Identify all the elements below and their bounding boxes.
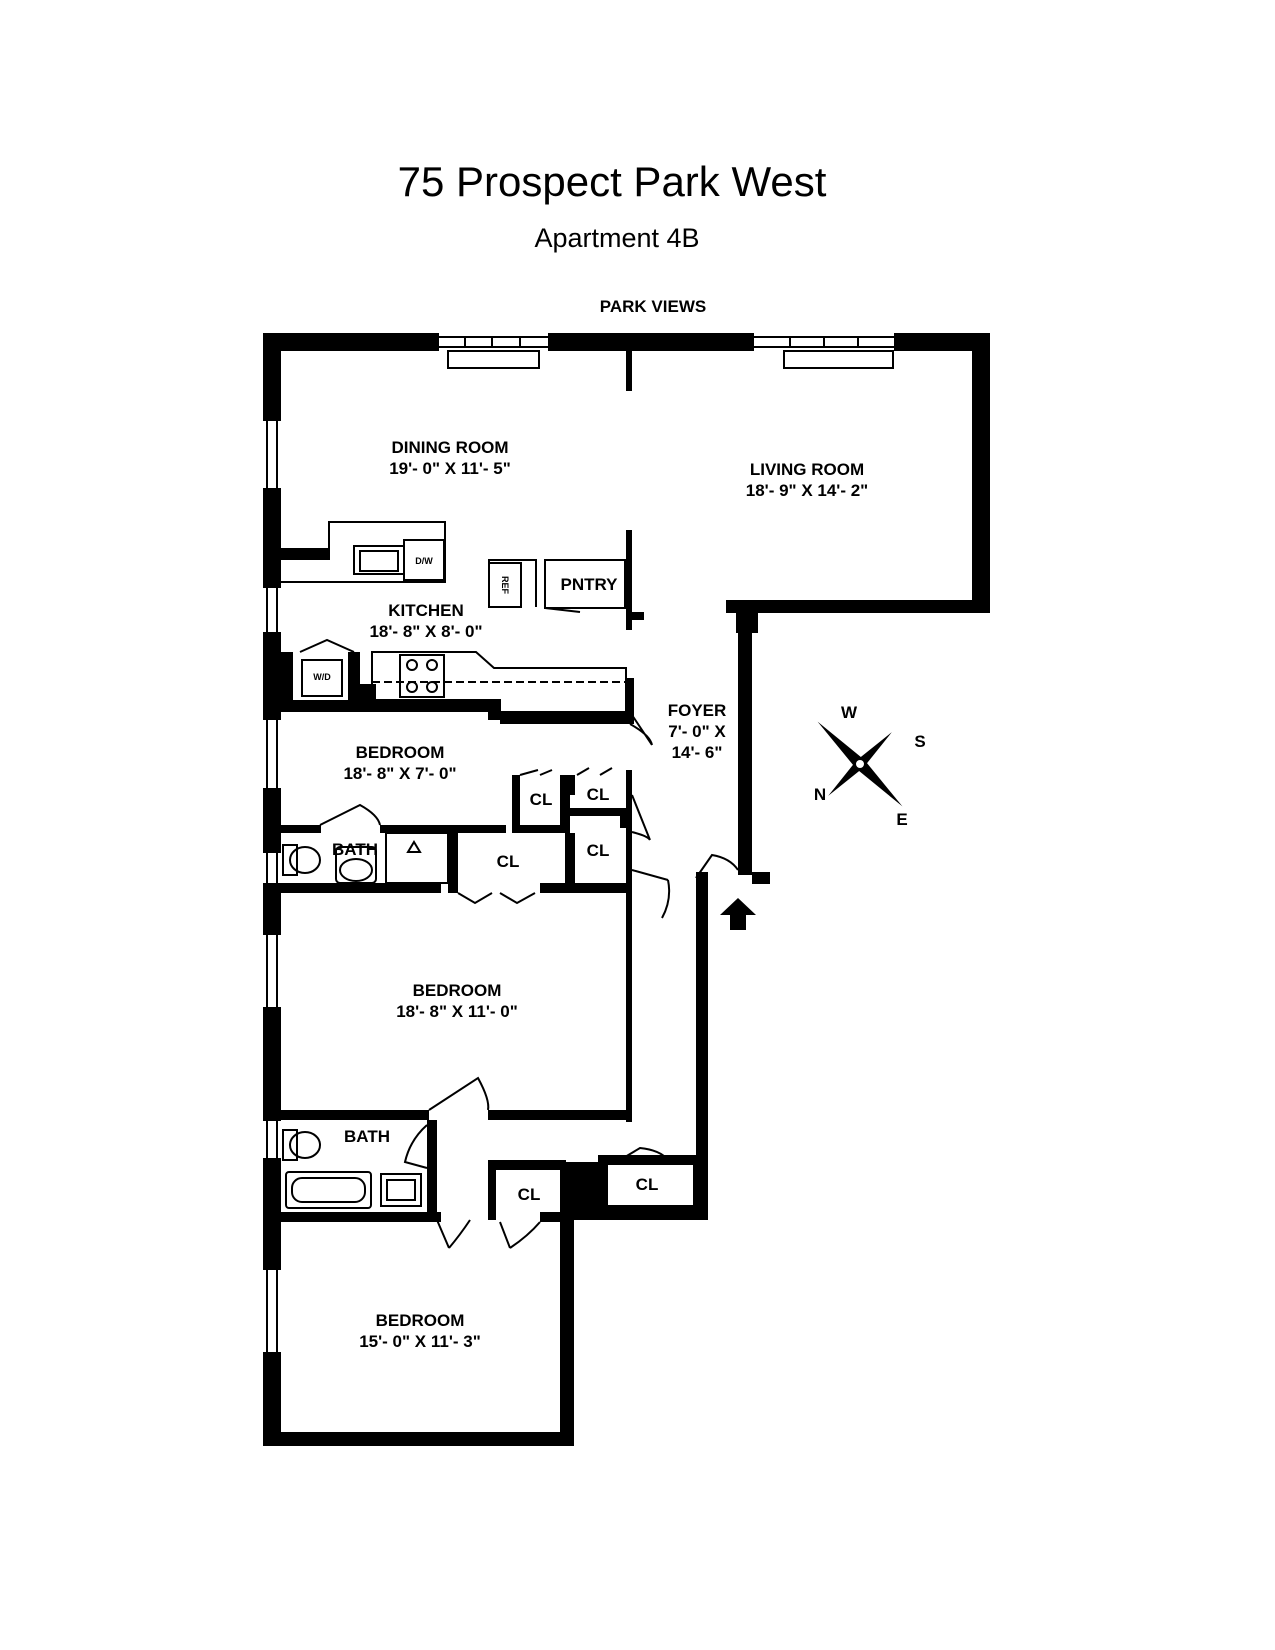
- room-name: BEDROOM: [355, 743, 445, 762]
- room-dims: 19'- 0" X 11'- 5": [389, 459, 511, 478]
- room-living: LIVING ROOM 18'- 9" X 14'- 2": [746, 459, 869, 501]
- room-dining: DINING ROOM 19'- 0" X 11'- 5": [389, 437, 511, 479]
- room-name: LIVING ROOM: [749, 460, 865, 479]
- room-name: BEDROOM: [375, 1311, 465, 1330]
- washer-dryer-label: W/D: [313, 672, 331, 682]
- room-name: KITCHEN: [388, 601, 464, 620]
- room-dims: 18'- 9" X 14'- 2": [745, 481, 869, 500]
- entry-arrow-icon: [720, 898, 756, 930]
- closet-label: CL: [496, 852, 520, 871]
- doors: [319, 711, 739, 1249]
- room-dims: 7'- 0" X: [668, 722, 726, 741]
- closet-label: CL: [517, 1185, 541, 1204]
- room-dims: 14'- 6": [671, 743, 723, 762]
- dishwasher-icon: [403, 539, 445, 581]
- bath-fixtures: [282, 832, 449, 1209]
- room-bedroom-2: BEDROOM 18'- 8" X 11'- 0": [396, 980, 518, 1022]
- compass-north: N: [813, 785, 827, 804]
- interior-walls: [281, 351, 644, 1222]
- room-bedroom-1: BEDROOM 18'- 8" X 7'- 0": [343, 742, 456, 784]
- compass-rose-icon: [817, 721, 903, 807]
- closet-label: CL: [586, 785, 610, 804]
- room-bedroom-3: BEDROOM 15'- 0" X 11'- 3": [359, 1310, 481, 1352]
- exterior-walls: [263, 333, 990, 1446]
- compass-west: W: [840, 703, 858, 722]
- page-title: 75 Prospect Park West: [397, 158, 827, 205]
- room-name: BEDROOM: [412, 981, 502, 1000]
- stove-icon: [399, 654, 445, 698]
- washer-dryer-icon: [301, 659, 343, 697]
- compass-south: S: [914, 732, 926, 751]
- closet-boxes: [598, 1155, 703, 1215]
- room-name: DINING ROOM: [391, 438, 509, 457]
- refrigerator-icon: [488, 562, 522, 608]
- room-kitchen: KITCHEN 18'- 8" X 8'- 0": [369, 600, 482, 642]
- room-dims: 18'- 8" X 8'- 0": [369, 622, 483, 641]
- room-bath-2: BATH: [344, 1127, 390, 1146]
- closet-label: CL: [586, 841, 610, 860]
- room-bath-1: BATH: [332, 840, 378, 859]
- kitchen-fixtures: [281, 521, 627, 713]
- compass-east: E: [896, 810, 908, 829]
- closet-label: CL: [635, 1175, 659, 1194]
- apartment-label: Apartment 4B: [534, 223, 700, 253]
- room-dims: 15'- 0" X 11'- 3": [359, 1332, 481, 1351]
- views-label: PARK VIEWS: [599, 297, 707, 316]
- pantry-closet: [544, 559, 626, 609]
- room-pantry: PNTRY: [560, 575, 618, 594]
- refrigerator-label: REF: [500, 576, 510, 594]
- room-dims: 18'- 8" X 11'- 0": [396, 1002, 518, 1021]
- room-foyer: FOYER 7'- 0" X 14'- 6": [668, 700, 727, 763]
- closet-label: CL: [529, 790, 553, 809]
- room-name: FOYER: [667, 701, 727, 720]
- room-dims: 18'- 8" X 7'- 0": [343, 764, 457, 783]
- dishwasher-label: D/W: [415, 556, 433, 566]
- window-openings: [266, 336, 894, 1352]
